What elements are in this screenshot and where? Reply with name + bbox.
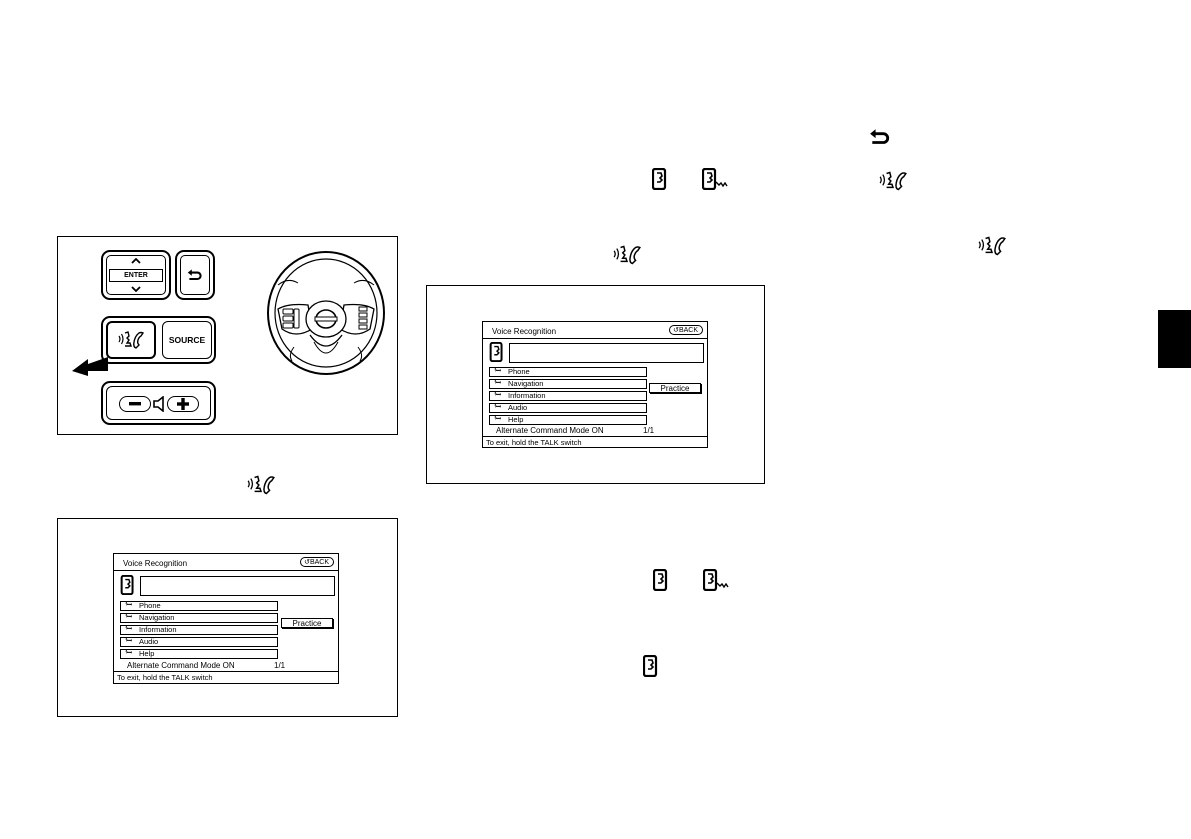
talk-icon <box>878 170 908 192</box>
steering-wheel <box>267 251 385 375</box>
footer-divider <box>483 436 707 437</box>
footer-divider <box>114 671 338 672</box>
alternate-command-mode-label: Alternate Command Mode ON <box>496 426 604 435</box>
voice-speaker-icon <box>653 569 669 591</box>
back-label: BACK <box>678 327 698 334</box>
volume-down-button[interactable] <box>119 396 151 412</box>
mic-icon: 'ꟷ <box>125 650 131 657</box>
volume-button-bar <box>106 386 211 420</box>
recognition-textbox <box>509 343 704 363</box>
back-button[interactable] <box>180 255 210 295</box>
back-icon: ↺ <box>304 559 310 566</box>
minus-icon <box>129 402 141 406</box>
pointer-arrow-icon <box>72 357 108 376</box>
chevron-up-icon[interactable] <box>131 258 141 264</box>
menu-item-help[interactable]: 'ꟷ Help <box>489 415 647 425</box>
talk-icon <box>612 244 642 266</box>
vr-screen-figure-right: Voice Recognition ↺BACK 'ꟷ Phone 'ꟷ Naviga… <box>426 285 765 484</box>
practice-button[interactable]: Practice <box>649 383 701 393</box>
alternate-command-mode-label: Alternate Command Mode ON <box>127 661 235 670</box>
back-arrow-icon <box>869 128 891 146</box>
mic-icon: 'ꟷ <box>125 614 131 621</box>
menu-item-information[interactable]: 'ꟷ Information <box>489 391 647 401</box>
mic-icon: 'ꟷ <box>494 416 500 423</box>
section-tab-marker <box>1158 310 1191 368</box>
menu-item-label: Audio <box>139 637 159 646</box>
footer-text: To exit, hold the TALK switch <box>486 438 582 447</box>
back-label: BACK <box>309 559 329 566</box>
menu-item-navigation[interactable]: 'ꟷ Navigation <box>120 613 278 623</box>
back-arrow-icon <box>187 268 203 282</box>
menu-item-audio[interactable]: 'ꟷ Audio <box>489 403 647 413</box>
menu-item-label: Information <box>508 391 546 400</box>
chevron-down-icon[interactable] <box>131 286 141 292</box>
menu-item-information[interactable]: 'ꟷ Information <box>120 625 278 635</box>
voice-speaker-icon <box>643 655 659 677</box>
talk-button[interactable] <box>106 321 156 359</box>
menu-item-label: Help <box>508 415 524 424</box>
menu-item-help[interactable]: 'ꟷ Help <box>120 649 278 659</box>
mic-icon: 'ꟷ <box>125 638 131 645</box>
source-label: SOURCE <box>168 335 206 345</box>
voice-listen-icon <box>703 569 731 591</box>
mic-icon: 'ꟷ <box>125 626 131 633</box>
vr-screen: Voice Recognition ↺BACK 'ꟷ Phone 'ꟷ Naviga… <box>113 553 339 684</box>
menu-item-phone[interactable]: 'ꟷ Phone <box>489 367 647 377</box>
screen-title: Voice Recognition <box>492 327 557 336</box>
talk-icon <box>977 235 1007 257</box>
page-indicator: 1/1 <box>643 426 655 435</box>
practice-button[interactable]: Practice <box>281 618 333 628</box>
mic-icon: 'ꟷ <box>125 602 131 609</box>
mic-icon: 'ꟷ <box>494 392 500 399</box>
enter-label: ENTER <box>124 271 148 279</box>
title-divider <box>114 570 338 571</box>
menu-item-label: Navigation <box>508 379 544 388</box>
talk-source-group: SOURCE <box>101 316 216 364</box>
mic-icon: 'ꟷ <box>494 380 500 387</box>
back-icon: ↺ <box>673 327 679 334</box>
menu-item-phone[interactable]: 'ꟷ Phone <box>120 601 278 611</box>
menu-item-navigation[interactable]: 'ꟷ Navigation <box>489 379 647 389</box>
enter-button-group: ENTER <box>101 250 171 300</box>
talk-icon <box>116 330 146 350</box>
source-button[interactable]: SOURCE <box>162 321 212 359</box>
back-button[interactable]: ↺BACK <box>300 557 334 567</box>
menu-item-label: Information <box>139 625 177 634</box>
menu-item-label: Audio <box>508 403 528 412</box>
enter-button[interactable]: ENTER <box>106 255 166 295</box>
plus-icon <box>177 398 189 410</box>
voice-listen-icon <box>702 168 730 190</box>
talk-icon <box>246 474 276 496</box>
menu-item-label: Help <box>139 649 155 658</box>
mic-icon: 'ꟷ <box>494 368 500 375</box>
back-button[interactable]: ↺BACK <box>669 325 703 335</box>
footer-text: To exit, hold the TALK switch <box>117 673 213 682</box>
volume-up-button[interactable] <box>167 396 199 412</box>
recognition-textbox <box>140 576 335 596</box>
screen-title: Voice Recognition <box>123 559 188 568</box>
page-indicator: 1/1 <box>274 661 286 670</box>
volume-button-group <box>101 381 216 425</box>
speaker-icon <box>153 396 164 412</box>
title-divider <box>483 338 707 339</box>
vr-screen: Voice Recognition ↺BACK 'ꟷ Phone 'ꟷ Naviga… <box>482 321 708 448</box>
control-panel-figure: ENTER SOURCE <box>57 236 398 435</box>
voice-speaker-icon <box>489 342 505 362</box>
menu-item-label: Phone <box>139 601 161 610</box>
menu-item-label: Phone <box>508 367 530 376</box>
menu-item-audio[interactable]: 'ꟷ Audio <box>120 637 278 647</box>
mic-icon: 'ꟷ <box>494 404 500 411</box>
voice-speaker-icon <box>652 168 668 190</box>
back-button-group <box>175 250 215 300</box>
menu-item-label: Navigation <box>139 613 175 622</box>
voice-speaker-icon <box>120 575 136 595</box>
vr-screen-figure-left: Voice Recognition ↺BACK 'ꟷ Phone 'ꟷ Naviga… <box>57 518 398 717</box>
